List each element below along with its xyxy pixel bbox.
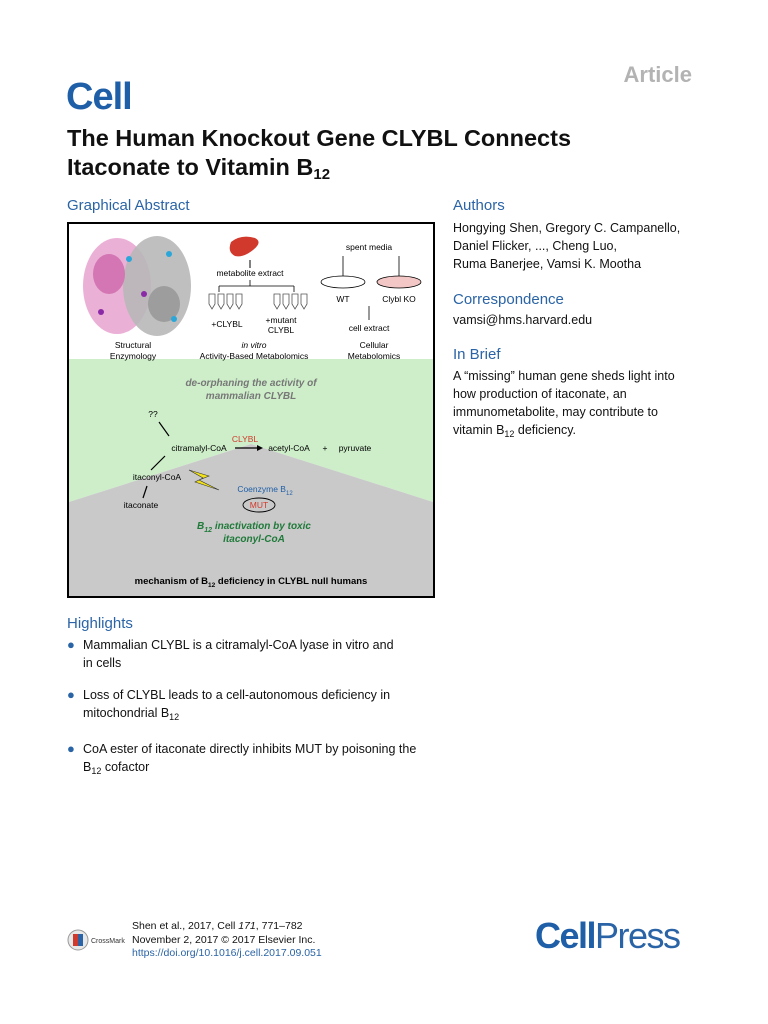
in-brief-line: A “missing” human gene sheds light into [453,369,675,383]
highlight-item: ● CoA ester of itaconate directly inhibi… [67,741,417,776]
plus-clybl-label: +CLYBL [211,319,243,329]
itaconate-label: itaconate [124,500,159,510]
in-brief-line: immunometabolite, may contribute to [453,405,658,419]
liver-icon [229,236,259,257]
mutant-clybl-label: CLYBL [268,325,295,335]
structural-label: Structural [115,340,151,350]
doi-link[interactable]: https://doi.org/10.1016/j.cell.2017.09.0… [132,947,322,959]
correspondence-heading: Correspondence [453,291,564,308]
ko-dish-icon [376,275,422,289]
mechanism-caption: mechanism of B12 deficiency in CLYBL nul… [135,576,368,589]
crossmark-label: CrossMark [91,938,125,945]
in-vitro-label: in vitro [241,340,266,350]
up-arrow-icon [158,421,170,437]
deorphan-line-1: de-orphaning the activity of [185,378,318,389]
green-band [69,359,433,502]
in-brief-line: vitamin B12 deficiency. [453,423,577,439]
crossmark-icon: CrossMark [67,929,125,951]
authors-line: Daniel Flicker, ..., Cheng Luo, [453,239,617,253]
graphical-abstract-svg: metabolite extract +CLYBL +mutant CLYBL … [69,236,433,596]
plus-label: + [323,443,328,453]
protein-structure-image [83,236,191,336]
bullet-icon: ● [67,687,75,702]
bullet-icon: ● [67,637,75,652]
spent-media-label: spent media [346,242,393,252]
wt-label: WT [336,294,349,304]
authors-list: Hongying Shen, Gregory C. Campanello, Da… [453,219,753,273]
article-type-label: Article [623,62,692,87]
b12-inactivation-line-1: B12 inactivation by toxic [197,521,311,534]
mut-oval [242,497,276,513]
clybl-enzyme-label: CLYBL [232,434,259,444]
journal-logo: Cell [66,76,133,118]
highlights-list: ● Mammalian CLYBL is a citramalyl-CoA ly… [67,636,447,794]
deorphan-line-2: mammalian CLYBL [206,391,296,402]
coenzyme-b12-label: Coenzyme B12 [237,484,293,497]
correspondence-email[interactable]: vamsi@hms.harvard.edu [453,313,593,327]
cellular-label: Cellular [360,340,389,350]
bullet-icon: ● [67,741,75,756]
cellpress-logo: CellPress [535,915,681,956]
citation-block: Shen et al., 2017, Cell 171, 771–782 Nov… [132,920,322,961]
cell-extract-label: cell extract [349,323,390,333]
authors-heading: Authors [453,197,505,214]
authors-line: Ruma Banerjee, Vamsi K. Mootha [453,257,642,271]
clybl-ko-label: Clybl KO [382,294,416,304]
pyruvate-label: pyruvate [339,443,372,453]
mut-label: MUT [250,500,268,510]
tube-icons-left [208,293,243,310]
branch-lines [218,280,295,292]
graphical-abstract-figure: metabolite extract +CLYBL +mutant CLYBL … [67,222,435,598]
citation-line: Shen et al., 2017, Cell 171, 771–782 [132,920,303,932]
crossmark-logo[interactable]: CrossMark [67,928,127,952]
b12-inactivation-line-2: itaconyl-CoA [223,534,285,545]
plus-mutant-label: +mutant [266,315,298,325]
wt-dish-icon [320,275,366,289]
up-arrow-icon [142,485,148,499]
in-brief-text: A “missing” human gene sheds light into … [453,367,753,443]
up-arrow-icon [150,455,166,471]
enzymology-label: Enzymology [110,351,157,361]
metabolite-extract-label: metabolite extract [216,268,284,278]
arrowhead-icon [257,445,263,451]
highlights-heading: Highlights [67,615,133,632]
tube-icons-right [273,293,308,310]
unknown-source-label: ?? [148,409,158,419]
authors-line: Hongying Shen, Gregory C. Campanello, [453,221,681,235]
graphical-abstract-heading: Graphical Abstract [67,197,190,214]
in-brief-heading: In Brief [453,346,501,363]
citramalyl-coa-label: citramalyl-CoA [171,443,227,453]
lightning-bolt-icon [188,469,220,491]
date-line: November 2, 2017 © 2017 Elsevier Inc. [132,933,316,946]
title-line-1: The Human Knockout Gene CLYBL Connects [67,125,572,151]
title-line-2: Itaconate to Vitamin B12 [67,154,331,183]
in-brief-line: how production of itaconate, an [453,387,627,401]
highlight-item: ● Mammalian CLYBL is a citramalyl-CoA ly… [67,637,394,670]
gray-band [69,444,433,596]
acetyl-coa-label: acetyl-CoA [268,443,310,453]
itaconyl-coa-label: itaconyl-CoA [133,472,182,482]
highlight-item: ● Loss of CLYBL leads to a cell-autonomo… [67,687,391,722]
article-title: The Human Knockout Gene CLYBL Connects I… [67,124,687,189]
metabolomics-label: Metabolomics [348,351,400,361]
abm-label: Activity-Based Metabolomics [200,351,309,361]
